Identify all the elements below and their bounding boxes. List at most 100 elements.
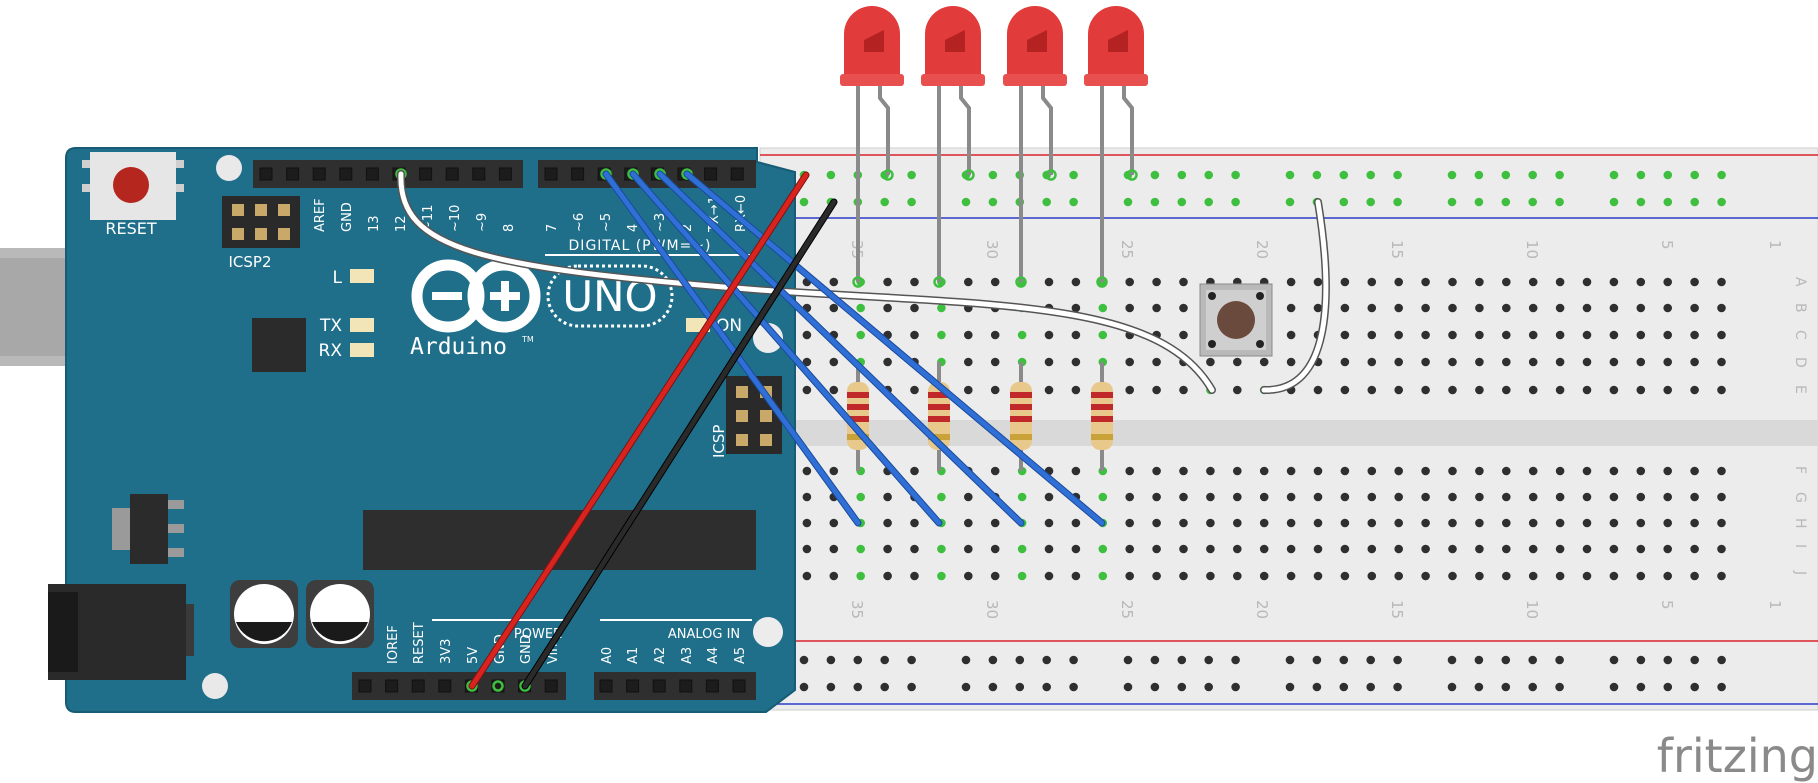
bb-hole — [1367, 303, 1377, 313]
bb-hole — [1259, 544, 1269, 554]
digital-label: DIGITAL (PWM=~) — [569, 238, 712, 254]
analog-pin-label: A3 — [680, 647, 695, 664]
bb-hole — [1098, 330, 1108, 340]
bb-hole — [1071, 330, 1081, 340]
bb-hole — [1636, 385, 1646, 395]
digital-pin-label: 8 — [502, 224, 517, 232]
rail-hole — [1690, 682, 1699, 692]
bb-hole — [1421, 492, 1430, 502]
rail-hole — [1231, 682, 1240, 692]
bb-hole — [1636, 330, 1646, 340]
mount-hole — [753, 323, 783, 353]
bb-hole — [1636, 303, 1646, 313]
header-pin — [411, 679, 425, 693]
bb-hole — [1152, 518, 1161, 528]
bb-col-number: 20 — [1253, 240, 1271, 259]
icsp2-pin — [255, 228, 267, 240]
rail-hole — [1690, 655, 1699, 665]
bb-hole — [1394, 303, 1403, 313]
header-pin — [679, 679, 693, 693]
bb-hole — [964, 571, 973, 581]
bb-row-letter: B — [1792, 303, 1808, 313]
wire-white-pin12 — [398, 171, 1215, 393]
led-rx — [350, 343, 374, 357]
bb-hole — [1475, 357, 1484, 367]
bb-hole — [910, 303, 919, 313]
bb-hole — [1582, 357, 1592, 367]
bb-hole — [1636, 518, 1646, 528]
bb-hole — [1259, 357, 1269, 367]
bb-col-number: 35 — [848, 600, 866, 619]
bb-hole — [1555, 544, 1565, 554]
bb-hole — [1179, 330, 1188, 340]
bb-hole — [1717, 385, 1726, 395]
bb-hole — [1313, 518, 1323, 528]
pushbutton[interactable] — [1199, 283, 1273, 357]
bb-col-number: 5 — [1658, 240, 1676, 250]
bb-hole — [990, 544, 1000, 554]
bb-hole — [1286, 277, 1296, 287]
rail-hole — [1204, 682, 1213, 692]
rail-hole — [1717, 170, 1726, 180]
bb-hole — [1555, 357, 1565, 367]
bb-hole — [1286, 466, 1296, 476]
icsp2-pin — [278, 228, 290, 240]
bb-hole — [1071, 544, 1081, 554]
bb-hole — [1179, 385, 1188, 395]
bb-hole — [1394, 466, 1403, 476]
bb-hole — [1367, 492, 1377, 502]
bb-hole — [1340, 277, 1350, 287]
digital-pin-label: 12 — [394, 215, 409, 232]
bb-hole — [964, 385, 973, 395]
bb-hole — [1233, 518, 1242, 528]
icsp2-pin — [278, 204, 290, 216]
bb-hole — [1206, 357, 1215, 367]
rail-hole — [880, 655, 889, 665]
red-led — [840, 6, 904, 288]
bb-hole — [1394, 357, 1403, 367]
reset-label: RESET — [105, 219, 156, 238]
bb-hole — [1233, 544, 1242, 554]
rail-hole — [880, 197, 889, 207]
reset-button[interactable] — [113, 167, 149, 203]
bb-hole — [1179, 571, 1188, 581]
bb-hole — [829, 544, 839, 554]
header-pin — [438, 679, 452, 693]
bb-hole — [1609, 385, 1619, 395]
rail-hole — [1636, 197, 1646, 207]
bb-hole — [1233, 571, 1242, 581]
bb-hole — [1502, 518, 1511, 528]
bb-hole — [1313, 303, 1323, 313]
bb-col-number: 25 — [1118, 600, 1136, 619]
bb-hole — [856, 544, 865, 554]
header-pin — [599, 679, 613, 693]
icsp2-pin — [255, 204, 267, 216]
capacitor — [306, 580, 374, 648]
rail-hole — [1177, 655, 1187, 665]
digital-pin-label: ~5 — [599, 213, 614, 232]
bb-hole — [1690, 303, 1699, 313]
rail-hole — [1123, 197, 1133, 207]
bb-hole — [1421, 330, 1430, 340]
bb-hole — [1448, 303, 1457, 313]
bb-row-letter: I — [1792, 544, 1808, 548]
bb-hole — [856, 330, 865, 340]
bb-hole — [802, 492, 812, 502]
rail-hole — [853, 682, 863, 692]
rail-hole — [799, 682, 809, 692]
bb-hole — [1152, 385, 1161, 395]
bb-hole — [1259, 571, 1269, 581]
bb-hole — [1259, 466, 1269, 476]
digital-pin-label: ~10 — [448, 205, 463, 232]
bb-hole — [1421, 518, 1430, 528]
rail-hole — [1528, 197, 1537, 207]
bb-hole — [1609, 492, 1619, 502]
bb-hole — [1421, 277, 1430, 287]
bb-hole — [802, 518, 812, 528]
analog-pin-label: A4 — [706, 647, 721, 664]
bb-hole — [856, 303, 865, 313]
bb-col-number: 5 — [1658, 600, 1676, 610]
bb-hole — [1502, 277, 1511, 287]
bb-hole — [1233, 466, 1242, 476]
